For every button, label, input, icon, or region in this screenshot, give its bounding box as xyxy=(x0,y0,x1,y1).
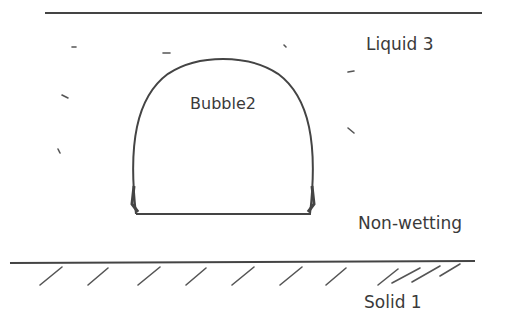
solid-hatching xyxy=(40,264,460,285)
region-label: Non-wetting xyxy=(358,213,462,233)
bubble-outline-path xyxy=(133,59,313,214)
region-label: Liquid 3 xyxy=(366,34,434,54)
bubble-outline xyxy=(128,58,318,216)
contact-line-mark xyxy=(308,186,314,212)
liquid-marks xyxy=(58,45,354,153)
solid-surface xyxy=(10,261,475,263)
liquid-surface xyxy=(45,12,482,14)
region-label: Solid 1 xyxy=(364,292,422,312)
bubble-shape: Bubble2 xyxy=(128,58,318,216)
contact-line-mark xyxy=(132,186,138,212)
bubble-label: Bubble2 xyxy=(128,94,318,113)
